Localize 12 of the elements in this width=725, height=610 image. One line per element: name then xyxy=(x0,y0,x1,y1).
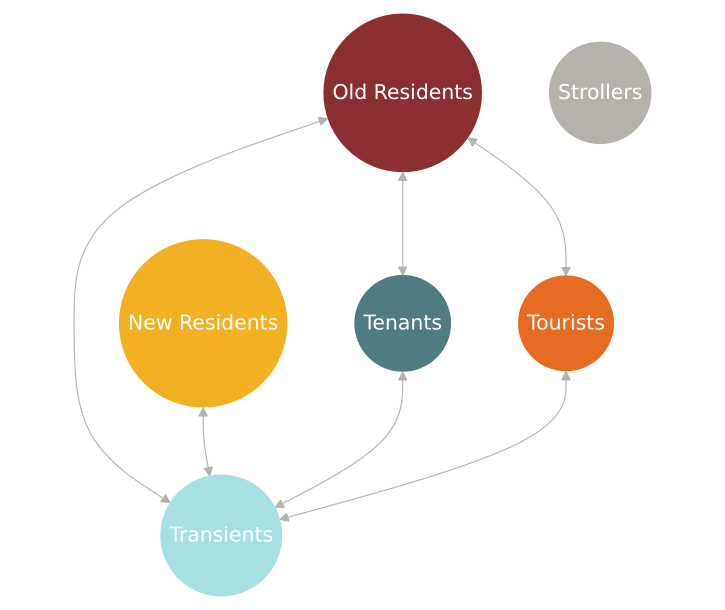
arrow xyxy=(398,172,408,276)
node-circle: Strollers xyxy=(548,42,652,144)
arrow xyxy=(274,371,408,508)
arrow xyxy=(74,116,328,504)
node-circle: Tourists xyxy=(518,275,614,372)
node-circle: Old Residents xyxy=(323,14,482,172)
arrow xyxy=(198,407,214,477)
node-circle: New Residents xyxy=(118,239,288,408)
arrow xyxy=(467,137,571,276)
node-circle: Tenants xyxy=(354,274,452,372)
node-circle: Transients xyxy=(160,474,282,596)
arrow xyxy=(279,370,571,522)
